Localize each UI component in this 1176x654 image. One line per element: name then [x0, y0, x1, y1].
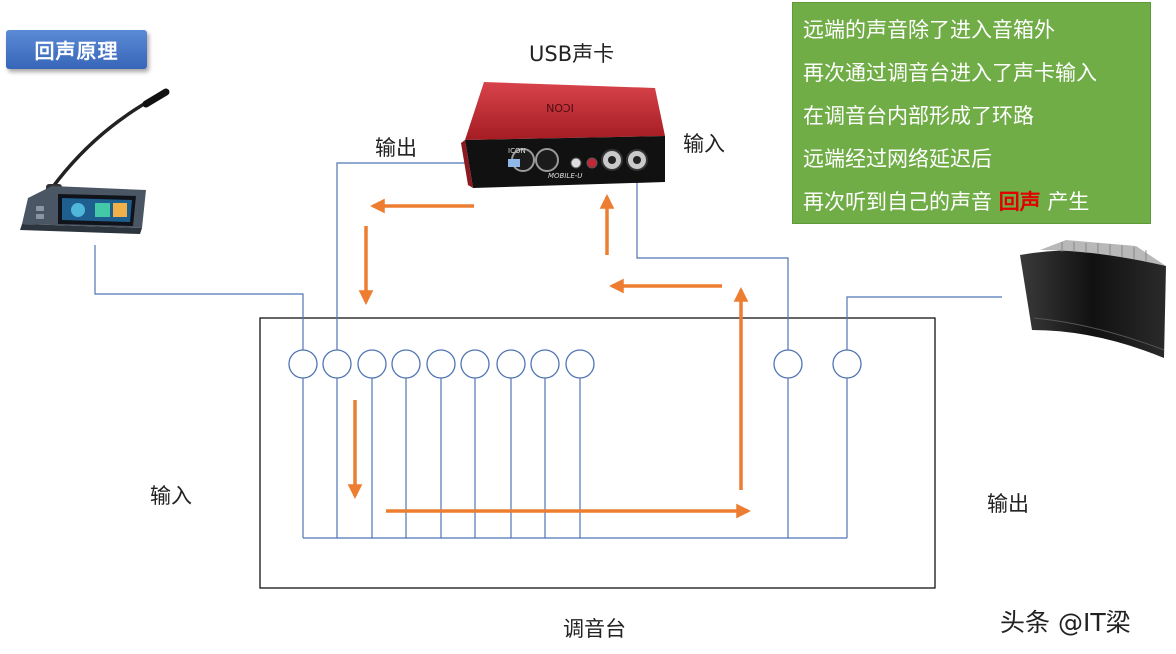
signal-flow-arrows — [347, 194, 751, 519]
mixer-label: 调音台 — [563, 617, 626, 641]
note-line: 再次通过调音台进入了声卡输入 — [803, 61, 1097, 85]
mixer-output-label: 输出 — [987, 492, 1029, 516]
speaker — [1020, 240, 1166, 358]
card-input-label: 输入 — [683, 132, 725, 156]
usb-sound-card: ICON ICON MOBILE-U — [461, 82, 665, 188]
note-highlight-echo: 回声 — [998, 190, 1041, 214]
card-top-logo: ICON — [546, 101, 574, 114]
mixer-box — [259, 317, 936, 589]
note-line: 在调音台内部形成了环路 — [803, 104, 1034, 128]
conference-microphone — [20, 88, 170, 234]
mixer-jacks — [288, 349, 862, 379]
note-final-prefix: 再次听到自己的声音 — [803, 190, 992, 214]
card-output-label: 输出 — [375, 136, 417, 160]
note-final-suffix: 产生 — [1047, 190, 1090, 214]
card-model-label: MOBILE-U — [548, 172, 582, 180]
explanation-note: 远端的声音除了进入音箱外 再次通过调音台进入了声卡输入 在调音台内部形成了环路 … — [792, 2, 1151, 224]
watermark: 头条 @IT梁 — [1000, 608, 1131, 637]
note-line-final: 再次听到自己的声音 回声 产生 — [803, 187, 1150, 230]
note-line: 远端经过网络延迟后 — [803, 147, 992, 171]
usb-card-label: USB声卡 — [529, 42, 615, 66]
mixer-input-label: 输入 — [150, 484, 192, 508]
card-front-logo: ICON — [508, 147, 526, 155]
title-badge: 回声原理 — [6, 30, 147, 69]
note-line: 远端的声音除了进入音箱外 — [803, 18, 1055, 42]
